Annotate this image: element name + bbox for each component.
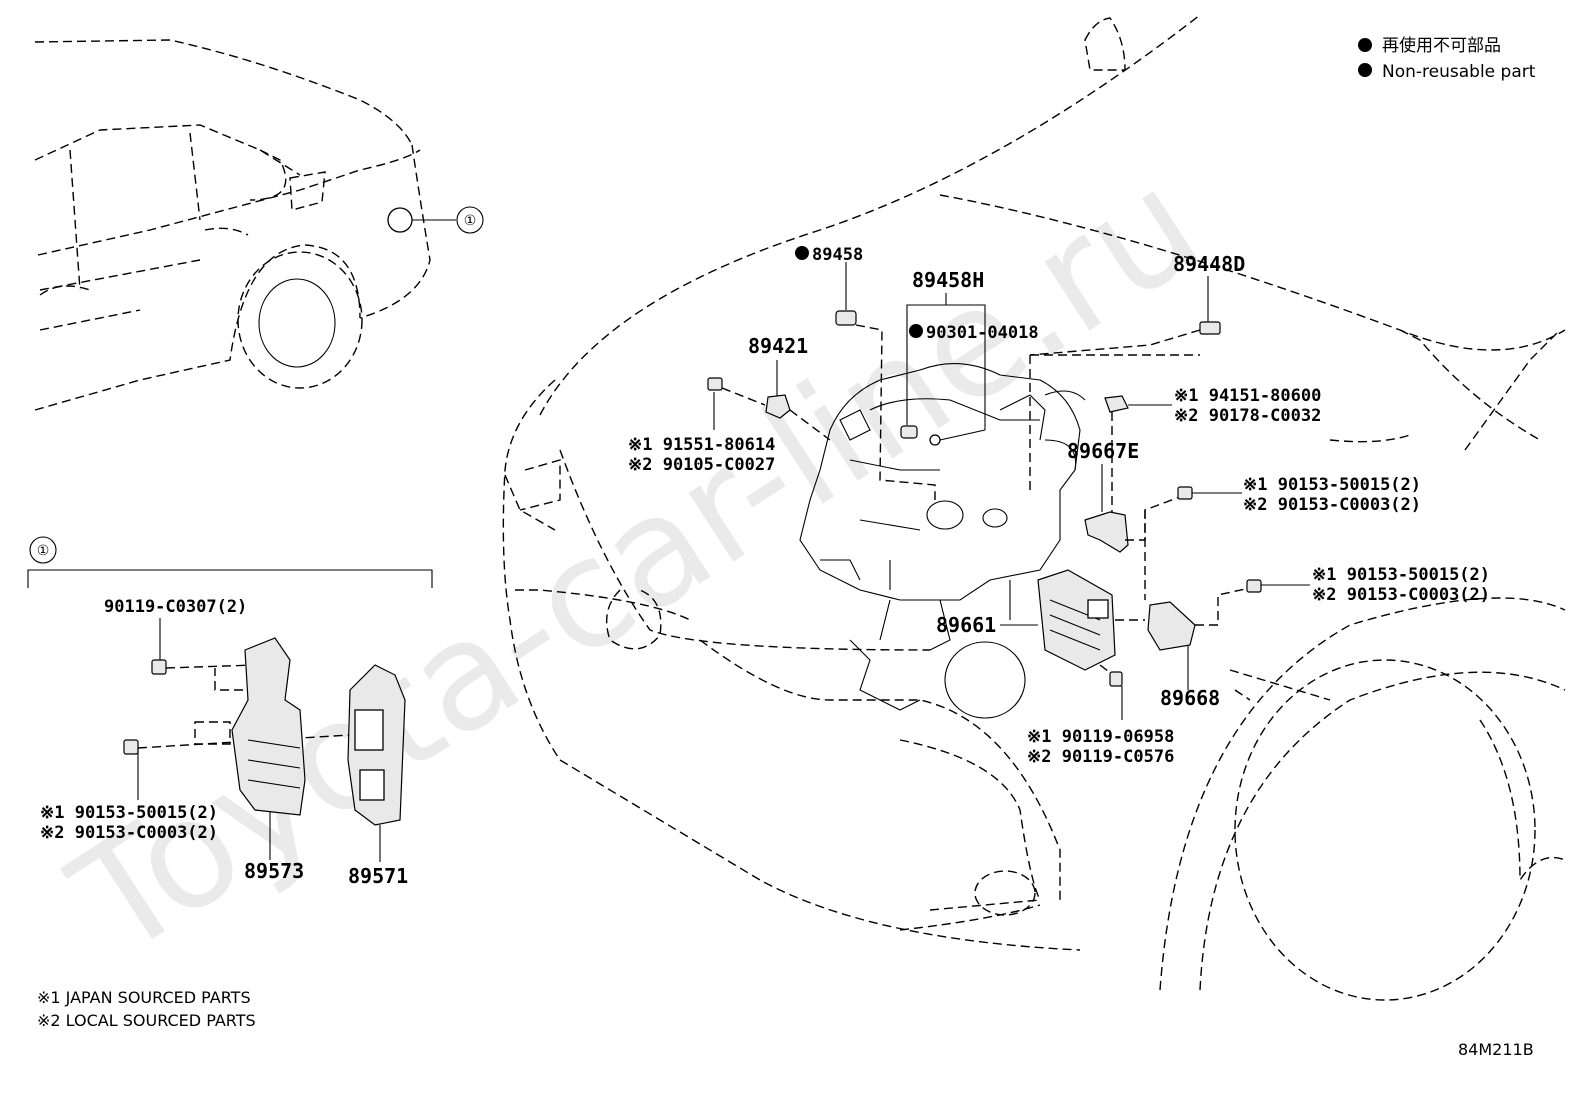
- label-90153-C0003-a: ※2 90153-C0003(2): [1243, 495, 1421, 515]
- legend-dot-jp: [1358, 38, 1372, 52]
- label-90119-C0576: ※2 90119-C0576: [1027, 747, 1174, 767]
- part-89421: 89421 ※1 91551-80614 ※2 90105-C0027: [628, 334, 831, 475]
- label-90119-06958: ※1 90119-06958: [1027, 727, 1174, 747]
- label-89458: 89458: [812, 245, 863, 265]
- rear-car-illustration: ①: [34, 39, 484, 411]
- part-89458H: 89458H 90301-04018: [900, 268, 1200, 490]
- label-89573: 89573: [244, 859, 304, 883]
- label-90178-C0032: ※2 90178-C0032: [1174, 406, 1321, 426]
- legend-dot-en: [1358, 63, 1372, 77]
- label-94151-80600: ※1 94151-80600: [1174, 386, 1321, 406]
- label-89448D: 89448D: [1173, 252, 1245, 276]
- label-89668: 89668: [1160, 686, 1220, 710]
- part-89667E: 89667E ※1 90153-50015(2) ※2 90153-C0003(…: [1067, 439, 1421, 600]
- footnotes: ※1 JAPAN SOURCED PARTS ※2 LOCAL SOURCED …: [37, 988, 256, 1030]
- label-89421: 89421: [748, 334, 808, 358]
- part-94151: ※1 94151-80600 ※2 90178-C0032: [1104, 386, 1321, 520]
- label-90105-C0027: ※2 90105-C0027: [628, 455, 775, 475]
- detail-1-marker: ①: [37, 543, 50, 559]
- footnote-japan: ※1 JAPAN SOURCED PARTS: [37, 988, 251, 1007]
- engine-block: [799, 363, 1086, 719]
- non-reusable-dot: [795, 246, 809, 260]
- watermark: Toyota-car-line.ru: [44, 137, 1229, 991]
- label-89458H: 89458H: [912, 268, 984, 292]
- diagram-code: 84M211B: [1458, 1040, 1534, 1059]
- label-90119-C0307: 90119-C0307(2): [104, 597, 247, 617]
- legend-en: Non-reusable part: [1382, 62, 1536, 82]
- label-90153-C0003-b: ※2 90153-C0003(2): [1312, 585, 1490, 605]
- callout-1-marker: ①: [464, 213, 477, 229]
- label-89571: 89571: [348, 864, 408, 888]
- part-89668: 89668 ※1 90153-50015(2) ※2 90153-C0003(2…: [1147, 565, 1490, 710]
- detail-view-1: ① 90119-C0307(2) 89573 89571 ※1 90153-50…: [27, 536, 433, 888]
- label-89661: 89661: [936, 613, 996, 637]
- label-89667E: 89667E: [1067, 439, 1139, 463]
- legend-jp: 再使用不可部品: [1382, 35, 1501, 56]
- legend: 再使用不可部品 Non-reusable part: [1358, 35, 1536, 82]
- part-89458: 89458: [795, 245, 936, 500]
- label-90153-C0003-c: ※2 90153-C0003(2): [40, 823, 218, 843]
- label-90301-04018: 90301-04018: [926, 323, 1039, 343]
- non-reusable-dot-2: [909, 324, 923, 338]
- label-90153-50015-c: ※1 90153-50015(2): [40, 803, 218, 823]
- front-car-illustration: [502, 14, 1566, 1001]
- label-90153-50015-a: ※1 90153-50015(2): [1243, 475, 1421, 495]
- part-89448D: 89448D: [1029, 252, 1245, 356]
- label-91551-80614: ※1 91551-80614: [628, 435, 775, 455]
- part-89661-ecu: 89661 ※1 90119-06958 ※2 90119-C0576: [936, 569, 1174, 767]
- label-90153-50015-b: ※1 90153-50015(2): [1312, 565, 1490, 585]
- footnote-local: ※2 LOCAL SOURCED PARTS: [37, 1011, 256, 1030]
